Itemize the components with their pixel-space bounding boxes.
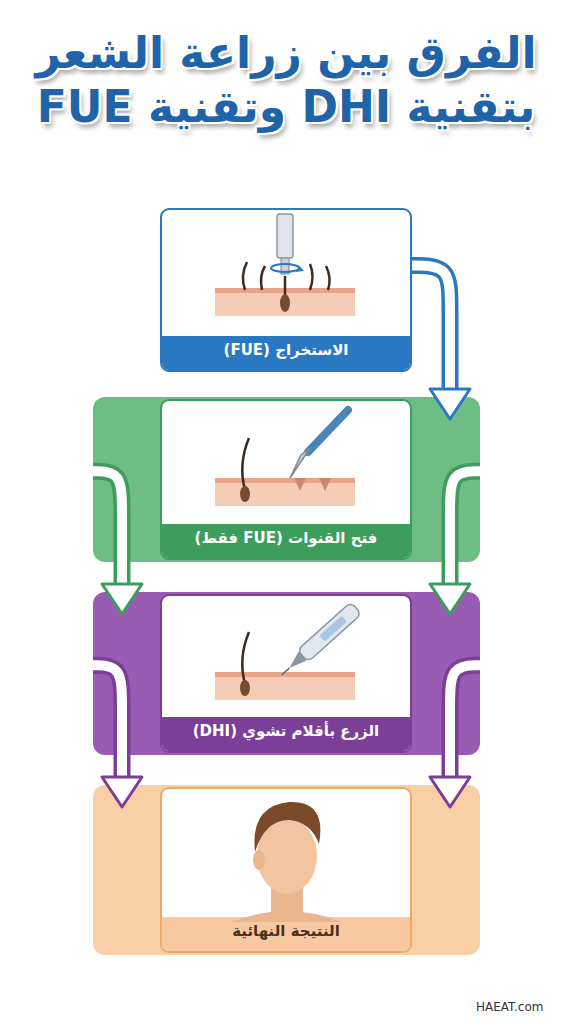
implanter-pen [277, 602, 362, 681]
implant-illustration [215, 602, 362, 700]
shoulders [232, 911, 342, 922]
process-band: النتيجة النهائية [93, 785, 480, 955]
skin-surface [215, 478, 355, 483]
skin-layer [215, 478, 355, 506]
hair-strand [261, 266, 265, 290]
step-label: فتح القنوات (FUE فقط) [162, 524, 410, 558]
scalpel-handle [308, 410, 348, 452]
neck [271, 884, 303, 920]
arrow-body [93, 471, 122, 586]
hair-strand [326, 266, 330, 290]
process-band: فتح القنوات (FUE فقط) [93, 397, 480, 562]
flow-arrow [93, 471, 142, 614]
process-card: الزرع بأقلام تشوي (DHI) [160, 594, 412, 753]
arrow-body [412, 265, 450, 391]
ear [253, 850, 265, 870]
arrow-head [430, 584, 470, 614]
rotation-mark [271, 264, 299, 272]
pen-window [319, 616, 347, 642]
pen-tip [285, 652, 306, 673]
result-illustration [232, 802, 342, 922]
step-label: النتيجة النهائية [162, 917, 410, 951]
punch-tip [281, 258, 289, 274]
arrow-body [93, 665, 122, 779]
process-box: الاستخراج (FUE) [160, 208, 412, 372]
arrow-outline [93, 665, 122, 779]
step-label: الاستخراج (FUE) [162, 336, 410, 370]
follicle [280, 294, 290, 312]
channel-incision [319, 478, 331, 491]
pen-needle [282, 668, 289, 675]
arrow-body [450, 471, 480, 586]
flow-arrow [412, 265, 470, 419]
flow-arrow [93, 665, 142, 807]
process-band: الزرع بأقلام تشوي (DHI) [93, 592, 480, 755]
hair-strand [284, 276, 287, 302]
flow-arrow [430, 471, 480, 614]
arrow-head [102, 584, 142, 614]
arrow-body [450, 665, 480, 779]
flow-arrow [430, 665, 480, 807]
hair-strand [242, 438, 249, 490]
channel-illustration [215, 410, 355, 506]
diagram-title: الفرق بين زراعة الشعر بتقنية DHI وتقنية … [16, 26, 556, 133]
watermark: HAEAT.com [476, 1000, 543, 1014]
arrow-outline [93, 471, 122, 586]
punch-tool [277, 214, 293, 258]
hair-strand [310, 264, 313, 290]
face [257, 818, 317, 894]
process-card: الاستخراج (FUE) [160, 208, 412, 372]
arrow-head [430, 777, 470, 807]
arrow-head [102, 777, 142, 807]
skin-layer [215, 672, 355, 700]
skin-surface [215, 288, 355, 293]
hair-strand [243, 262, 247, 290]
arrow-outline [450, 665, 480, 779]
hair [254, 802, 320, 852]
rotation-arrow [296, 266, 302, 271]
follicle [240, 486, 250, 502]
extraction-illustration [215, 214, 355, 316]
skin-layer [215, 288, 355, 316]
arrow-outline [450, 471, 480, 586]
skin-surface [215, 672, 355, 677]
arrow-head [430, 389, 470, 419]
process-card: فتح القنوات (FUE فقط) [160, 399, 412, 560]
channel-incision [294, 478, 306, 491]
arrow-outline [412, 265, 450, 391]
pen-body [297, 602, 361, 662]
follicle [240, 680, 250, 696]
scalpel-blade [290, 448, 310, 478]
hair-strand [242, 632, 249, 684]
step-label: الزرع بأقلام تشوي (DHI) [162, 717, 410, 751]
process-card: النتيجة النهائية [160, 787, 412, 953]
